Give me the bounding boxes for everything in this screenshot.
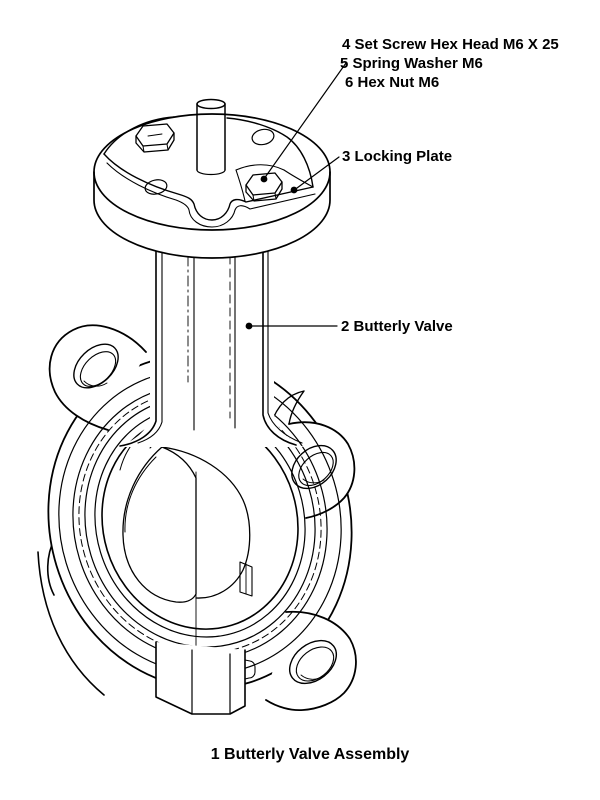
lug-back-edge (270, 390, 305, 425)
valve-body (37, 324, 357, 715)
leader-dot-set-screw (260, 175, 268, 183)
callout-hex-nut: 6 Hex Nut M6 (345, 74, 440, 91)
lug-upper-right (270, 390, 356, 519)
lug-hole-lower-right (289, 639, 337, 685)
lug-hole-upper-right (291, 444, 337, 490)
leader-locking-plate (296, 156, 340, 189)
disc-retainer (239, 561, 253, 597)
plate-hole-left (144, 179, 168, 195)
hex-bolt-left (135, 123, 175, 153)
callout-set-screw: 4 Set Screw Hex Head M6 X 25 (342, 36, 559, 53)
leader-dot-butterfly-valve (245, 322, 253, 330)
callout-butterfly-valve: 2 Butterly Valve (341, 318, 453, 335)
plate-hole-right (251, 128, 275, 146)
callout-spring-washer: 5 Spring Washer M6 (340, 55, 483, 72)
assembly-caption: 1 Butterly Valve Assembly (210, 746, 410, 763)
leader-set-screw (265, 62, 347, 177)
boss-tab (244, 659, 256, 680)
valve-stem (196, 98, 226, 176)
lug-upper-left (48, 324, 147, 431)
leader-lines (245, 62, 347, 330)
bottom-stem-boss (155, 641, 256, 715)
flange-side (93, 171, 331, 259)
lug-lower-right (265, 610, 357, 712)
hex-bolt-right (245, 172, 283, 202)
flange-top (93, 113, 331, 231)
leader-dot-locking-plate (290, 186, 298, 194)
callout-locking-plate: 3 Locking Plate (342, 148, 453, 165)
locking-plate (103, 116, 316, 228)
valve-neck (118, 248, 304, 447)
top-flange-assembly (93, 98, 331, 259)
